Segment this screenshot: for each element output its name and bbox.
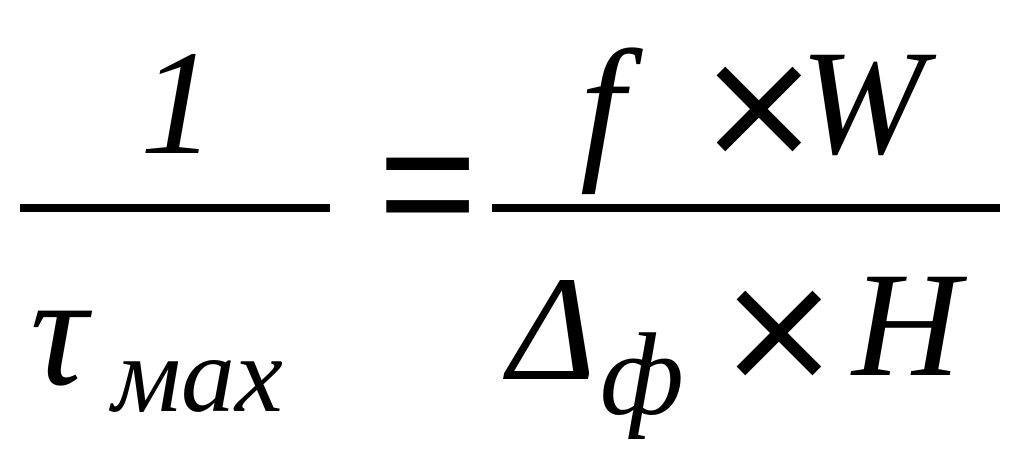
numerator-f: f [580, 17, 625, 195]
left-fraction-bar [20, 204, 330, 212]
delta-subscript: ф [600, 309, 684, 440]
denominator-times-sign: × [716, 242, 842, 416]
right-fraction-bar [492, 204, 1000, 212]
equals-sign: = [378, 88, 478, 278]
tau-symbol: τ [30, 241, 88, 419]
numerator-w: W [800, 20, 925, 186]
numerator-times-sign: × [696, 18, 822, 192]
denominator-delta: Δ [508, 246, 597, 412]
tau-subscript: мах [112, 316, 283, 435]
left-numerator: 1 [140, 20, 215, 186]
denominator-h: H [852, 242, 961, 408]
